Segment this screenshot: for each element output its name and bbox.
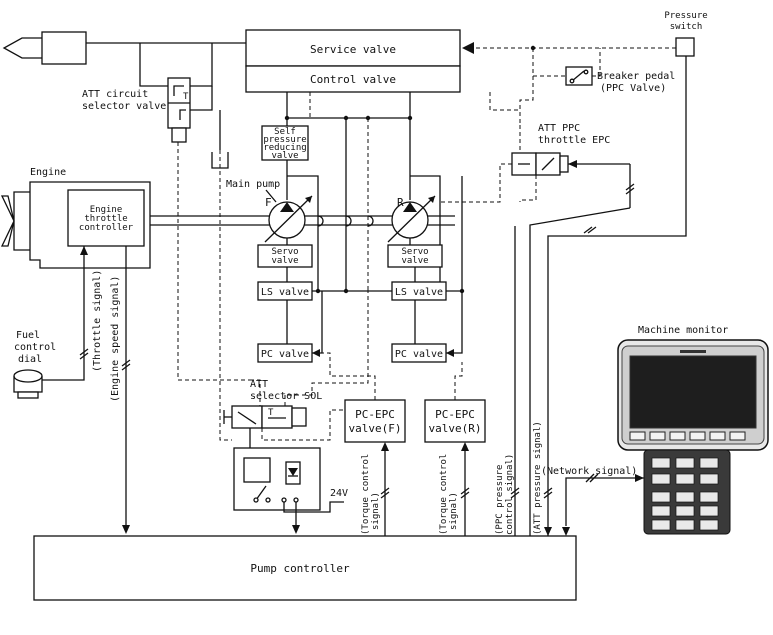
main-pump-label: Main pump <box>226 179 280 190</box>
ls-valve-f-label: LS valve <box>261 287 309 298</box>
torque-signal-f-label: (Torque control <box>361 454 371 535</box>
control-valve-label: Control valve <box>310 73 396 86</box>
engine-speed-signal-label: (Engine speed signal) <box>110 276 121 402</box>
pc-epc-f-label: PC-EPC <box>355 408 395 421</box>
self-pressure-label-3: reducing <box>263 143 306 153</box>
torque-signal-r-label-2: signal) <box>449 492 459 530</box>
att-circuit-selector-label: ATT circuit <box>82 89 148 100</box>
ls-valve-f: LS valve <box>257 281 313 301</box>
servo-valve-f: Servo valve <box>257 244 313 268</box>
pressure-switch-label-2: switch <box>670 22 703 32</box>
pc-epc-valve-f: PC-EPC valve(F) <box>344 399 406 443</box>
engine-throttle-label: Engine <box>90 205 123 215</box>
service-valve-label: Service valve <box>310 43 396 56</box>
pump-f-label: F <box>265 196 272 209</box>
self-pressure-label: Self <box>274 127 296 137</box>
servo-valve-r: Servo valve <box>387 244 443 268</box>
servo-valve-f-label-2: valve <box>271 256 298 266</box>
engine-throttle-label-3: controller <box>79 223 134 233</box>
sol-port-t: T <box>268 408 274 418</box>
fuel-dial-label-3: dial <box>18 354 42 365</box>
pump-r-label: R <box>397 196 404 209</box>
pump-f: F <box>264 195 313 243</box>
fuel-control-dial: Fuel control dial <box>13 330 56 399</box>
machine-monitor: Machine monitor <box>617 325 769 535</box>
ls-valve-r-label: LS valve <box>395 287 443 298</box>
pc-epc-r-label-2: valve(R) <box>429 422 482 435</box>
breaker-pedal: Breaker pedal (PPC Valve) <box>565 66 675 94</box>
ls-valve-r: LS valve <box>391 281 447 301</box>
breaker-pedal-label-2: (PPC Valve) <box>600 83 666 94</box>
att-circuit-selector-valve: ATT circuit selector valve T <box>82 77 191 143</box>
fuel-dial-label-2: control <box>14 342 56 353</box>
ppc-pressure-signal-label-2: control signal) <box>505 454 515 535</box>
self-pressure-reducing-valve: Self pressure reducing valve <box>261 125 309 161</box>
ppc-pressure-signal-label: (PPC pressure <box>495 465 505 535</box>
self-pressure-label-4: valve <box>271 151 298 161</box>
att-selector-sol-label-2: selector SOL <box>250 391 322 402</box>
pc-epc-f-label-2: valve(F) <box>349 422 402 435</box>
pc-valve-f-label: PC valve <box>261 349 309 360</box>
pump-controller: Pump controller <box>33 535 577 601</box>
self-pressure-label-2: pressure <box>263 135 306 145</box>
control-valve: Control valve <box>245 65 461 93</box>
servo-valve-r-label-2: valve <box>401 256 428 266</box>
pump-controller-label: Pump controller <box>250 562 350 575</box>
throttle-signal-label: (Throttle signal) <box>92 270 103 372</box>
att-ppc-throttle-label-2: throttle EPC <box>538 135 610 146</box>
engine-throttle-label-2: throttle <box>84 214 127 224</box>
pc-epc-valve-r: PC-EPC valve(R) <box>424 399 486 443</box>
att-circuit-selector-label-2: selector valve <box>82 101 166 112</box>
servo-valve-f-label: Servo <box>271 247 298 257</box>
pump-r: R <box>387 195 436 243</box>
pc-valve-r-label: PC valve <box>395 349 443 360</box>
pressure-switch-label: Pressure <box>664 11 707 21</box>
att-selector-sol-label: ATT <box>250 379 268 390</box>
port-t-label: T <box>183 92 189 102</box>
machine-monitor-label: Machine monitor <box>638 325 728 336</box>
fan-icon <box>0 195 15 247</box>
network-signal-label: (Network signal) <box>541 466 637 477</box>
fuel-dial-label: Fuel <box>16 330 40 341</box>
att-pressure-signal-label: (ATT pressure signal) <box>533 421 543 535</box>
monitor-function-keys <box>629 431 746 441</box>
engine: Engine Engine throttle controller <box>0 167 151 269</box>
att-ppc-throttle-label: ATT PPC <box>538 123 580 134</box>
att-selector-sol: ATT selector SOL T <box>223 379 322 429</box>
voltage-label: 24V <box>330 488 348 499</box>
breaker-pedal-label: Breaker pedal <box>597 71 675 82</box>
pc-valve-r: PC valve <box>391 343 447 363</box>
attachment-cylinder <box>2 31 246 65</box>
service-valve: Service valve <box>245 29 474 67</box>
relay-box <box>233 447 321 511</box>
monitor-screen <box>629 355 757 429</box>
pc-epc-r-label: PC-EPC <box>435 408 475 421</box>
att-ppc-throttle-epc: ATT PPC throttle EPC <box>511 123 610 176</box>
engine-label: Engine <box>30 167 66 178</box>
pc-valve-f: PC valve <box>257 343 313 363</box>
torque-signal-r-label: (Torque control <box>439 454 449 535</box>
pressure-switch: Pressure switch <box>664 11 708 57</box>
torque-signal-f-label-2: signal) <box>371 492 381 530</box>
servo-valve-r-label: Servo <box>401 247 428 257</box>
